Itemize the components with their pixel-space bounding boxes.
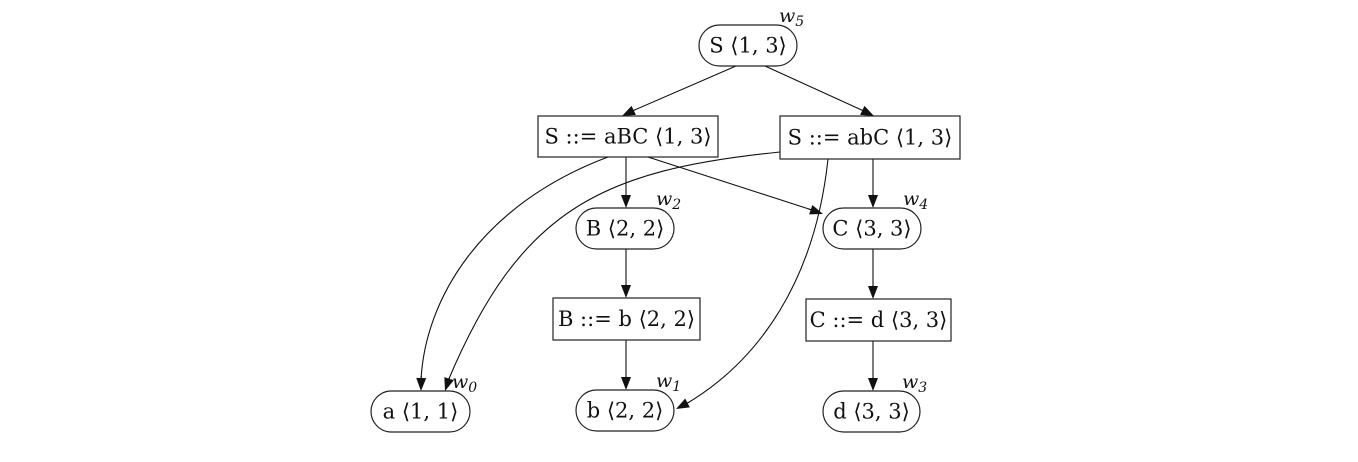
edges-layer: [416, 65, 878, 409]
arrowhead-icon: [860, 105, 874, 116]
symbol-node-B22: B ⟨2, 2⟩ w2: [575, 188, 681, 250]
symbol-pill: [822, 207, 922, 250]
symbol-node-C33: C ⟨3, 3⟩ w4: [822, 188, 928, 250]
symbol-pill: [698, 24, 798, 67]
arrowhead-icon: [621, 195, 631, 208]
weight-base: w: [656, 370, 672, 392]
edge-line: [629, 65, 737, 113]
symbol-pill: [370, 390, 471, 433]
edge-line: [685, 158, 829, 405]
weight-label: w0: [452, 371, 477, 396]
edge-S_aBC-to-a11: [416, 156, 609, 391]
edge-line: [647, 156, 813, 211]
edge-line: [764, 65, 867, 113]
weight-label: w2: [656, 188, 681, 213]
weight-subscript: 5: [795, 14, 804, 30]
node-label: B ::= b ⟨2, 2⟩: [558, 307, 695, 331]
edge-S_abC-to-a11: [444, 151, 781, 391]
edge-S_abC-to-b22: [676, 158, 829, 409]
weight-subscript: 1: [672, 379, 681, 395]
arrowhead-icon: [622, 105, 636, 116]
edge-line: [420, 156, 609, 381]
weight-subscript: 0: [468, 380, 477, 396]
edge-line-tail: [808, 208, 811, 211]
node-label: d ⟨3, 3⟩: [833, 400, 910, 424]
arrowhead-icon: [444, 377, 454, 391]
arrowhead-icon: [868, 378, 878, 391]
edge-S13-to-S_abC: [764, 65, 874, 116]
weight-label: w4: [903, 188, 928, 213]
symbol-pill: [822, 390, 921, 433]
production-node-S_aBC: S ::= aBC ⟨1, 3⟩: [537, 115, 719, 158]
weight-subscript: 4: [918, 197, 928, 213]
node-label: B ⟨2, 2⟩: [586, 217, 665, 241]
weight-subscript: 3: [918, 380, 927, 396]
arrowhead-icon: [621, 285, 631, 298]
node-label: S ⟨1, 3⟩: [709, 34, 787, 58]
production-node-C_d: C ::= d ⟨3, 3⟩: [805, 298, 952, 342]
weight-base: w: [779, 5, 795, 27]
node-label: S ::= abC ⟨1, 3⟩: [788, 126, 953, 150]
symbol-node-d33: d ⟨3, 3⟩ w3: [822, 371, 927, 433]
edge-line-tail: [687, 401, 690, 404]
node-label: C ::= d ⟨3, 3⟩: [810, 308, 948, 332]
arrowhead-icon: [621, 377, 631, 390]
node-label: S ::= aBC ⟨1, 3⟩: [544, 125, 711, 149]
arrowhead-icon: [676, 398, 690, 409]
symbol-node-S13: S ⟨1, 3⟩ w5: [698, 5, 804, 67]
arrowhead-icon: [416, 377, 427, 391]
weight-label: w5: [779, 5, 804, 30]
edge-B22-to-B_b: [621, 249, 631, 298]
edge-S13-to-S_aBC: [622, 65, 737, 116]
production-box: [552, 297, 701, 341]
edge-B_b-to-b22: [621, 340, 631, 390]
production-node-B_b: B ::= b ⟨2, 2⟩: [552, 297, 701, 341]
production-box: [805, 298, 952, 342]
weight-base: w: [902, 371, 918, 393]
weight-base: w: [656, 188, 672, 210]
edge-S_abC-to-C33: [868, 159, 878, 208]
arrowhead-icon: [868, 195, 878, 208]
nodes-layer: S ⟨1, 3⟩w5S ::= aBC ⟨1, 3⟩S ::= abC ⟨1, …: [370, 5, 961, 433]
production-box: [779, 115, 961, 160]
production-node-S_abC: S ::= abC ⟨1, 3⟩: [779, 115, 961, 160]
production-box: [537, 115, 719, 158]
edge-line: [447, 151, 781, 382]
node-label: C ⟨3, 3⟩: [832, 217, 911, 241]
symbol-node-b22: b ⟨2, 2⟩ w1: [575, 370, 681, 432]
weight-label: w3: [902, 371, 927, 396]
weight-subscript: 2: [671, 197, 681, 213]
edge-C_d-to-d33: [868, 341, 878, 391]
symbol-node-a11: a ⟨1, 1⟩ w0: [370, 371, 477, 433]
symbol-pill: [575, 389, 675, 432]
edge-C33-to-C_d: [868, 249, 878, 299]
weight-base: w: [903, 188, 919, 210]
node-label: b ⟨2, 2⟩: [587, 399, 664, 423]
arrowhead-icon: [868, 286, 878, 299]
weight-base: w: [452, 371, 468, 393]
node-label: a ⟨1, 1⟩: [383, 400, 459, 424]
edge-S_aBC-to-B22: [621, 157, 631, 208]
symbol-pill: [575, 207, 675, 250]
weight-label: w1: [656, 370, 681, 395]
